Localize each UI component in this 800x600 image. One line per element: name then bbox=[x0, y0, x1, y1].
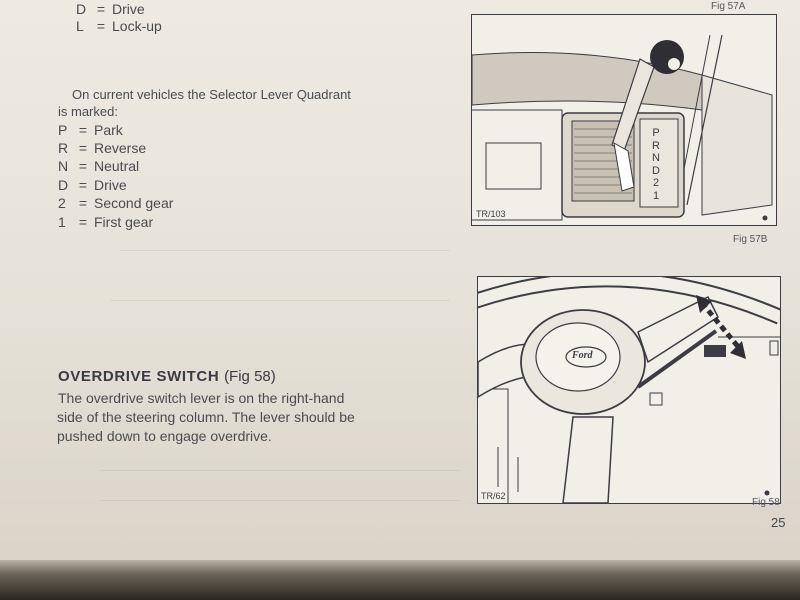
manual-page: D=Drive L=Lock-up On current vehicles th… bbox=[0, 0, 800, 572]
body-line: The overdrive switch lever is on the rig… bbox=[58, 390, 345, 406]
list-item: N=Neutral bbox=[58, 158, 140, 174]
intro-line: is marked: bbox=[58, 104, 118, 119]
body-line: side of the steering column. The lever s… bbox=[57, 409, 355, 425]
page-number: 25 bbox=[771, 515, 786, 530]
section-heading: OVERDRIVE SWITCH (Fig 58) bbox=[58, 368, 276, 385]
steering-wheel-drawing bbox=[478, 277, 780, 503]
show-through bbox=[100, 470, 460, 471]
list-item: R=Reverse bbox=[58, 140, 147, 156]
figure-caption: Fig 57A bbox=[711, 1, 746, 12]
list-item: L=Lock-up bbox=[76, 18, 162, 34]
show-through bbox=[110, 300, 450, 301]
selector-lever-drawing bbox=[472, 34, 773, 221]
show-through bbox=[120, 250, 450, 251]
ford-badge: Ford bbox=[572, 350, 593, 361]
show-through bbox=[100, 500, 460, 501]
page-edge-shadow bbox=[0, 560, 800, 600]
figure-caption: Fig 57B bbox=[733, 234, 768, 245]
figure-caption: Fig 58 bbox=[752, 497, 780, 508]
body-line: pushed down to engage overdrive. bbox=[57, 428, 272, 444]
figure-label: TR/103 bbox=[476, 209, 506, 219]
list-item: P=Park bbox=[58, 122, 123, 138]
quadrant-markings: P R N D 2 1 bbox=[652, 127, 660, 202]
figure-label: TR/62 bbox=[481, 491, 506, 501]
list-item: 2=Second gear bbox=[58, 195, 174, 211]
list-item: D=Drive bbox=[76, 1, 145, 17]
intro-line: On current vehicles the Selector Lever Q… bbox=[72, 87, 351, 102]
list-item: 1=First gear bbox=[58, 214, 154, 230]
steering-wheel-figure: Ford TR/62 bbox=[477, 276, 781, 504]
selector-lever-figure: P R N D 2 1 TR/103 bbox=[471, 14, 777, 226]
list-item: D=Drive bbox=[58, 177, 127, 193]
